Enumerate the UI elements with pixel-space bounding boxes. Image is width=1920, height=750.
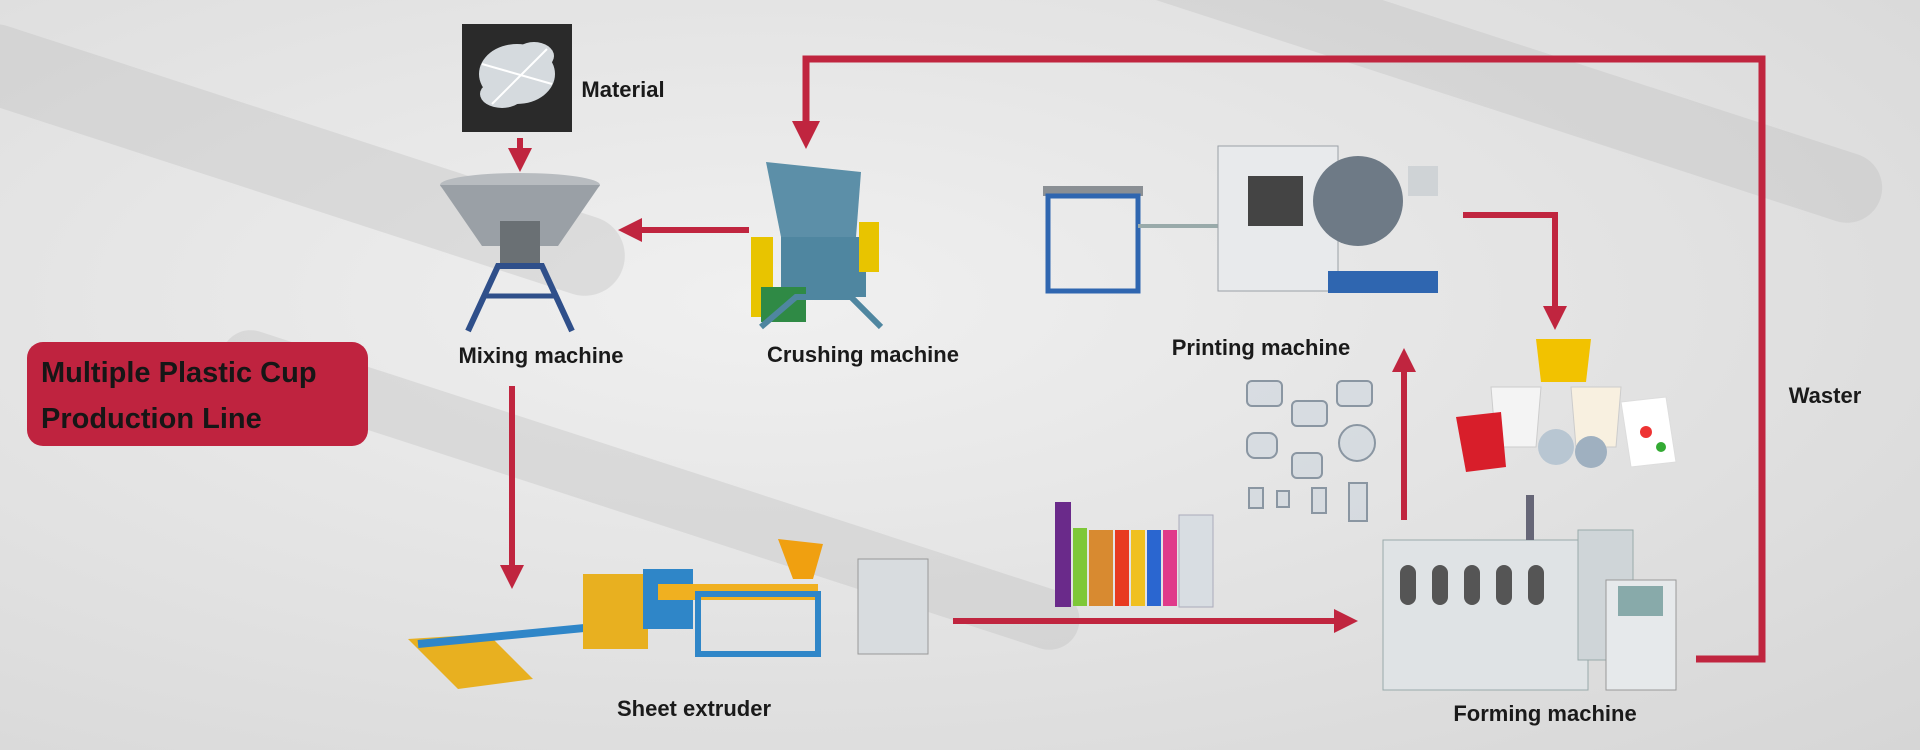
crushing-machine-image [741, 157, 894, 333]
forming-machine-label: Forming machine [1453, 701, 1637, 726]
sheet-extruder-image [398, 539, 931, 698]
forming-machine-image [1378, 490, 1684, 698]
plastic-containers-image [1237, 373, 1384, 527]
title-line-2: Production Line [41, 403, 262, 435]
plastic-sheet-rolls-image [1051, 500, 1215, 609]
crushing-machine-label: Crushing machine [767, 342, 959, 367]
title-line-1: Multiple Plastic Cup [41, 357, 317, 389]
printing-machine-label: Printing machine [1171, 335, 1351, 360]
sheet-extruder-label: Sheet extruder [616, 696, 772, 721]
mixing-machine-label: Mixing machine [458, 343, 624, 368]
waster-label: Waster [1788, 383, 1862, 408]
arrow-printing-to-cups [1463, 212, 1567, 330]
material-image [462, 24, 572, 132]
title-banner: Multiple Plastic Cup Production Line [27, 342, 368, 446]
material-label: Material [581, 77, 665, 102]
printed-cups-image [1451, 337, 1684, 478]
arrow-waster-loop [792, 55, 1766, 663]
printing-machine-image [1038, 141, 1445, 312]
mixing-machine-image [438, 171, 602, 333]
